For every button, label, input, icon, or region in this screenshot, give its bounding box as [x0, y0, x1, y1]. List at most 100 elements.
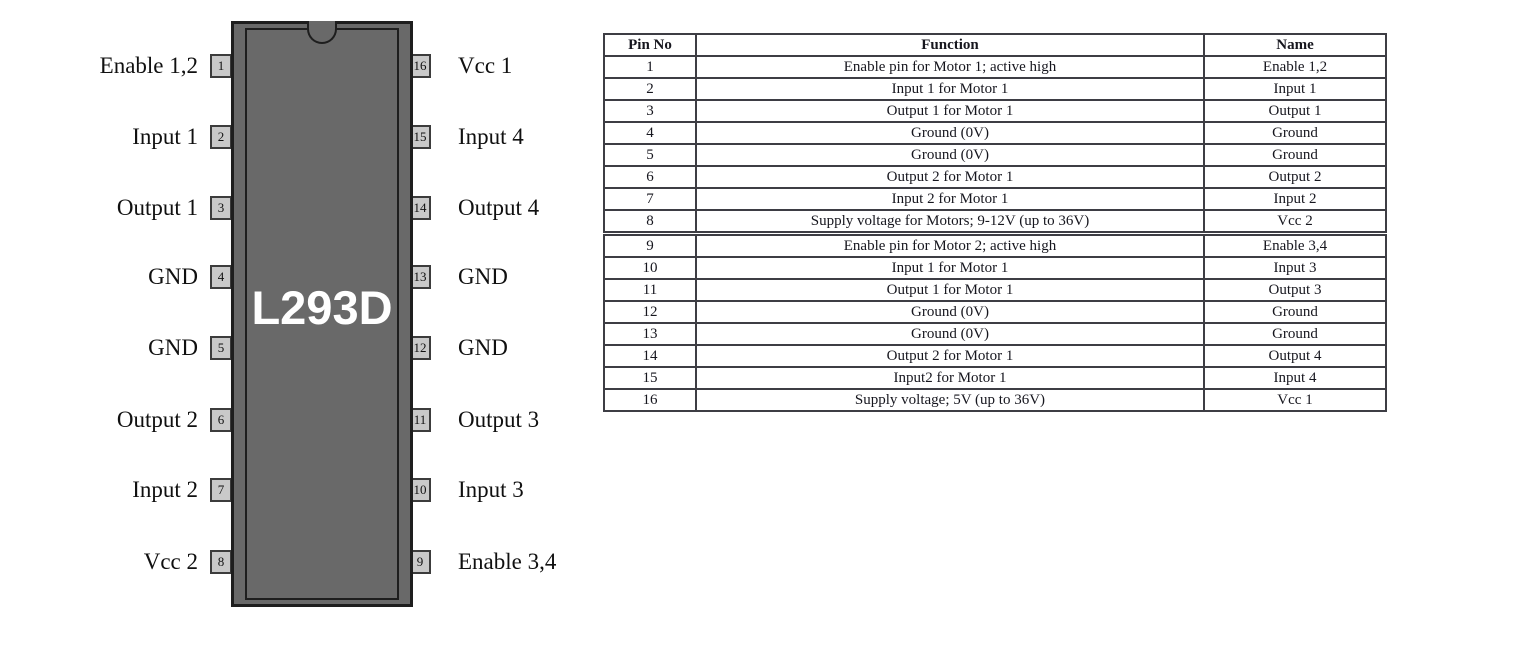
pin-number-box-13: 13 [409, 265, 431, 289]
function-cell: Output 2 for Motor 1 [695, 165, 1205, 189]
name-cell: Output 3 [1203, 278, 1387, 302]
pin-no-cell: 8 [603, 209, 697, 233]
name-cell: Enable 1,2 [1203, 55, 1387, 79]
pin-number-box-12: 12 [409, 336, 431, 360]
pin-label-left-1: Enable 1,2 [99, 53, 198, 78]
pin-label-left-8: Vcc 2 [143, 549, 198, 574]
pin-no-cell: 1 [603, 55, 697, 79]
pin-number-box-1: 1 [210, 54, 232, 78]
column-header-function: Function [695, 33, 1205, 57]
pin-no-cell: 6 [603, 165, 697, 189]
name-cell: Ground [1203, 143, 1387, 167]
function-cell: Input 1 for Motor 1 [695, 77, 1205, 101]
function-cell: Ground (0V) [695, 121, 1205, 145]
ic-part-number-label: L293D [251, 281, 393, 334]
function-cell: Input2 for Motor 1 [695, 366, 1205, 390]
pin-no-cell: 11 [603, 278, 697, 302]
pin-label-right-16: Vcc 1 [458, 53, 513, 78]
name-cell: Input 3 [1203, 256, 1387, 280]
pin-no-cell: 13 [603, 322, 697, 346]
name-cell: Output 2 [1203, 165, 1387, 189]
pin-number-box-7: 7 [210, 478, 232, 502]
pin-number-box-16: 16 [409, 54, 431, 78]
name-cell: Vcc 1 [1203, 388, 1387, 412]
name-cell: Input 1 [1203, 77, 1387, 101]
name-cell: Vcc 2 [1203, 209, 1387, 233]
pin-label-right-12: GND [458, 335, 508, 360]
name-cell: Ground [1203, 300, 1387, 324]
name-cell: Input 4 [1203, 366, 1387, 390]
pin-label-right-11: Output 3 [458, 407, 540, 432]
name-cell: Ground [1203, 121, 1387, 145]
pin-no-cell: 7 [603, 187, 697, 211]
pin-label-left-4: GND [148, 264, 198, 289]
column-header-name: Name [1203, 33, 1387, 57]
name-cell: Ground [1203, 322, 1387, 346]
function-cell: Supply voltage for Motors; 9-12V (up to … [695, 209, 1205, 233]
name-cell: Output 4 [1203, 344, 1387, 368]
function-cell: Enable pin for Motor 1; active high [695, 55, 1205, 79]
pin-number-box-6: 6 [210, 408, 232, 432]
pin-no-cell: 15 [603, 366, 697, 390]
pin-number-box-8: 8 [210, 550, 232, 574]
function-cell: Supply voltage; 5V (up to 36V) [695, 388, 1205, 412]
pin-label-left-3: Output 1 [116, 195, 198, 220]
function-cell: Output 2 for Motor 1 [695, 344, 1205, 368]
function-cell: Ground (0V) [695, 143, 1205, 167]
function-cell: Ground (0V) [695, 300, 1205, 324]
function-cell: Ground (0V) [695, 322, 1205, 346]
pin-number-box-3: 3 [210, 196, 232, 220]
pin-no-cell: 5 [603, 143, 697, 167]
pin-no-cell: 9 [603, 234, 697, 258]
pin-no-cell: 16 [603, 388, 697, 412]
pin-no-cell: 3 [603, 99, 697, 123]
pin-label-left-6: Output 2 [116, 407, 198, 432]
ic-chip-body: L293D [231, 21, 413, 607]
pin-label-right-15: Input 4 [458, 124, 524, 149]
pin-no-cell: 14 [603, 344, 697, 368]
ic-orientation-notch [307, 21, 337, 44]
function-cell: Input 1 for Motor 1 [695, 256, 1205, 280]
pin-label-right-14: Output 4 [458, 195, 540, 220]
name-cell: Input 2 [1203, 187, 1387, 211]
pin-number-box-15: 15 [409, 125, 431, 149]
table-header-row: Pin No Function Name [603, 33, 1387, 57]
pin-number-box-4: 4 [210, 265, 232, 289]
pin-no-cell: 10 [603, 256, 697, 280]
name-cell: Output 1 [1203, 99, 1387, 123]
name-cell: Enable 3,4 [1203, 234, 1387, 258]
column-header-pin-no: Pin No [603, 33, 697, 57]
pin-no-cell: 12 [603, 300, 697, 324]
pin-label-left-7: Input 2 [132, 477, 198, 502]
function-cell: Output 1 for Motor 1 [695, 99, 1205, 123]
pin-no-cell: 2 [603, 77, 697, 101]
function-cell: Enable pin for Motor 2; active high [695, 234, 1205, 258]
pin-number-box-2: 2 [210, 125, 232, 149]
pin-number-box-5: 5 [210, 336, 232, 360]
function-cell: Output 1 for Motor 1 [695, 278, 1205, 302]
pin-no-cell: 4 [603, 121, 697, 145]
pin-label-right-13: GND [458, 264, 508, 289]
pin-label-left-5: GND [148, 335, 198, 360]
pin-label-right-9: Enable 3,4 [458, 549, 557, 574]
function-cell: Input 2 for Motor 1 [695, 187, 1205, 211]
pin-label-left-2: Input 1 [132, 124, 198, 149]
pin-label-right-10: Input 3 [458, 477, 524, 502]
